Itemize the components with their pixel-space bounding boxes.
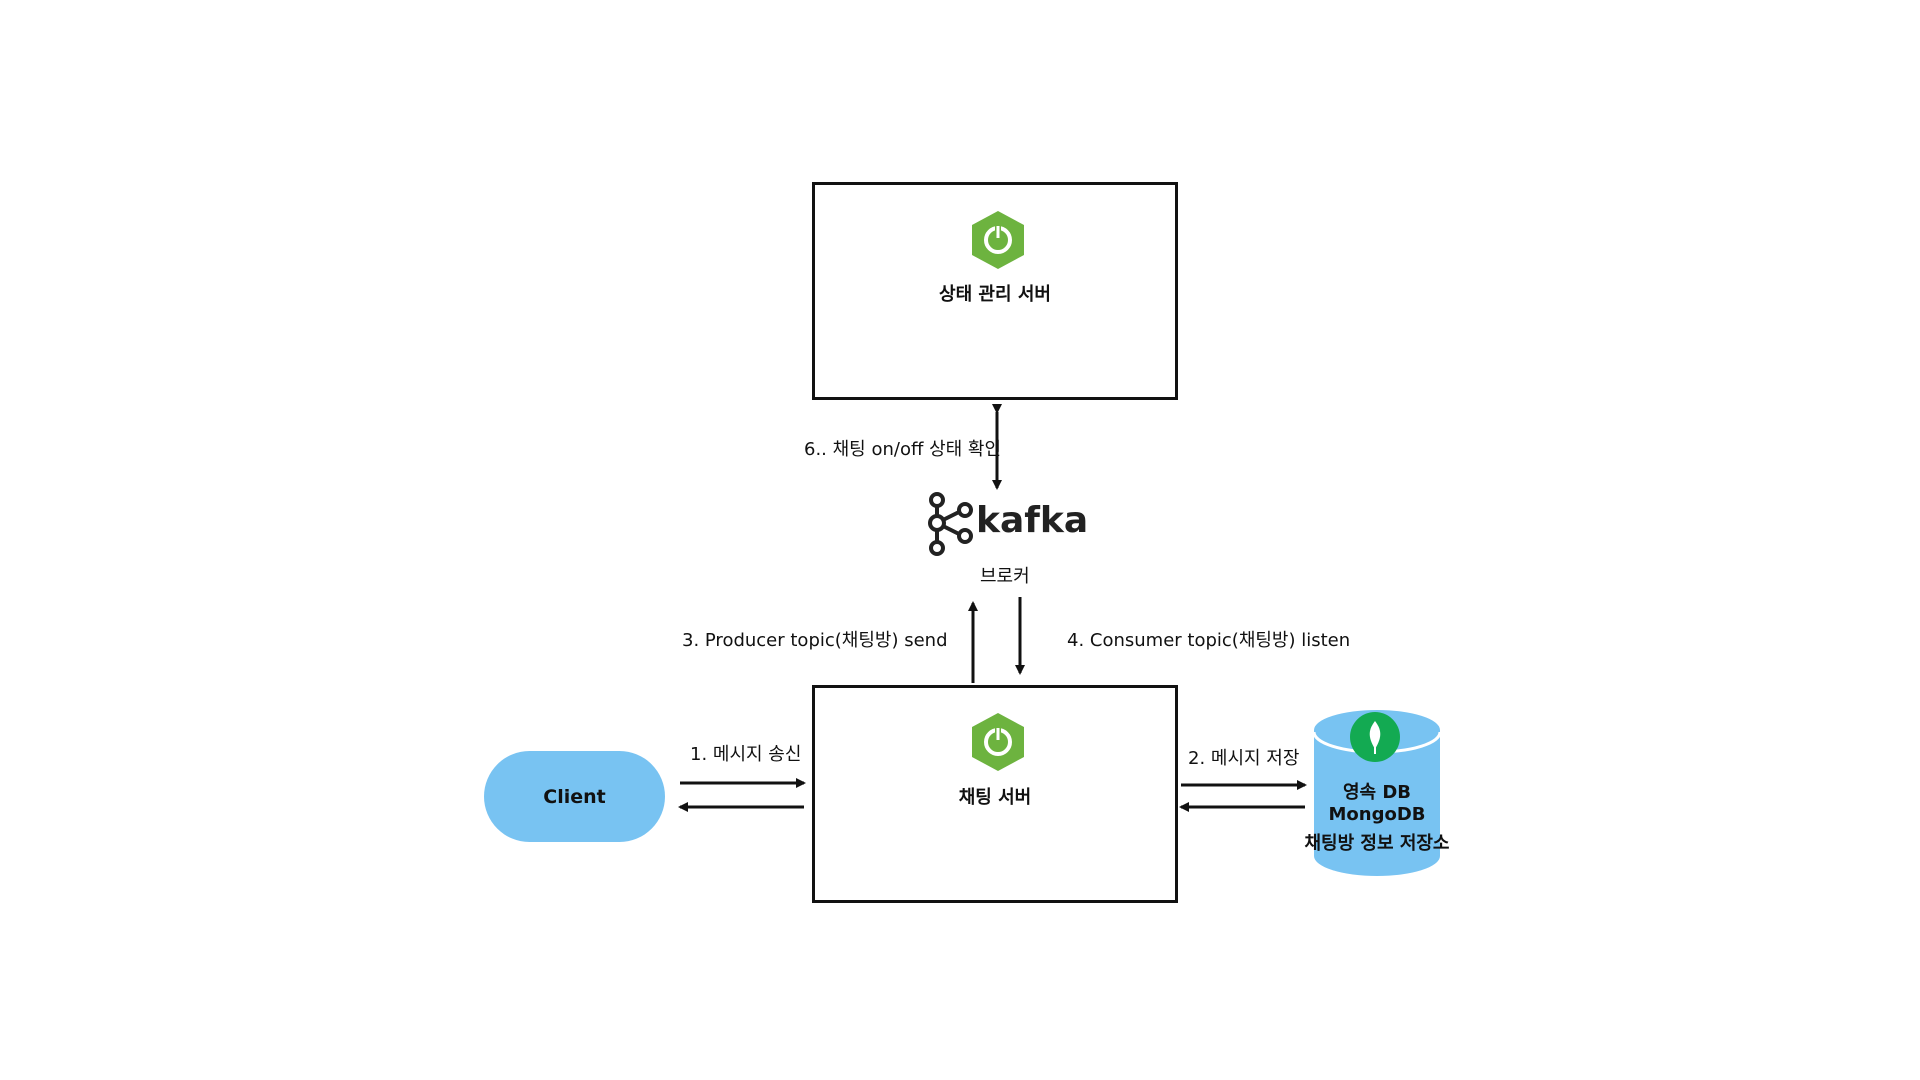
client-node: Client (484, 751, 665, 842)
db-label-line1: 영속 DB (1342, 782, 1412, 803)
chat-server-label: 채팅 서버 (958, 787, 1032, 808)
db-label-line2: MongoDB (1328, 804, 1426, 825)
db-label-line3: 채팅방 정보 저장소 (1304, 833, 1450, 854)
consumer-listen-label: 4. Consumer topic(채팅방) listen (1067, 630, 1351, 651)
spring-boot-icon (972, 211, 1024, 269)
save-message-label: 2. 메시지 저장 (1188, 748, 1300, 769)
broker-label: 브로커 (980, 566, 1030, 587)
send-message-label: 1. 메시지 송신 (690, 744, 802, 765)
status-check-label: 6.. 채팅 on/off 상태 확인 (804, 439, 1002, 460)
spring-boot-icon (972, 713, 1024, 771)
kafka-logo-text: kafka (976, 500, 1089, 541)
client-label: Client (543, 785, 606, 808)
producer-send-label: 3. Producer topic(채팅방) send (682, 630, 948, 651)
kafka-icon (928, 492, 973, 556)
mongodb-leaf-icon (1350, 712, 1400, 762)
state-server-label: 상태 관리 서버 (939, 284, 1051, 305)
